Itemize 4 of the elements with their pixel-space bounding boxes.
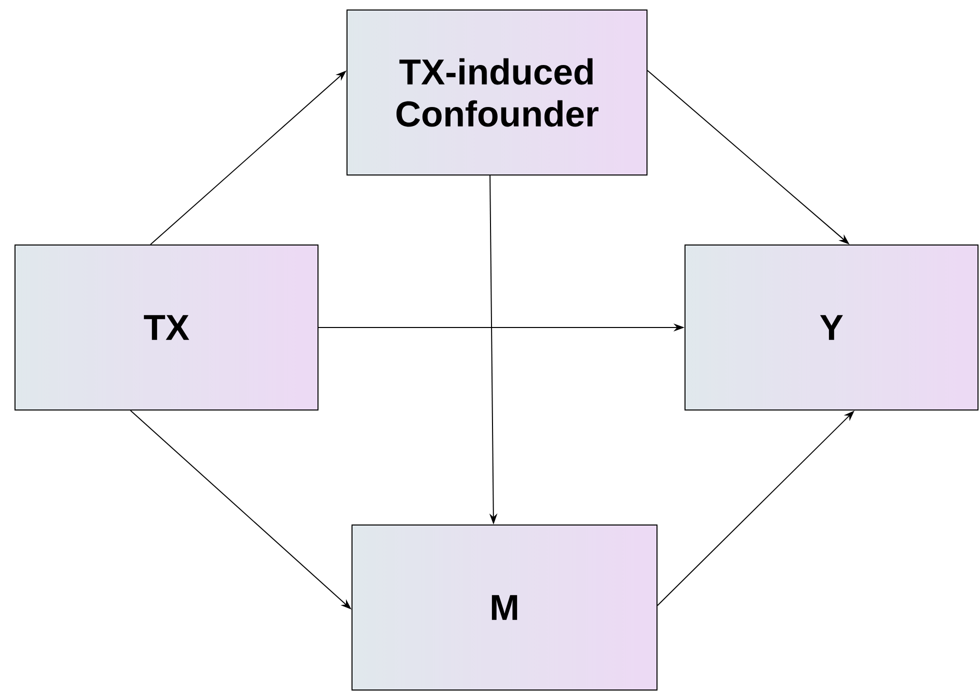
process-box: TX: [14, 244, 318, 410]
process-box: TX-induced Confounder: [346, 10, 648, 176]
process-box: Y: [684, 244, 978, 410]
process-box: M: [352, 524, 658, 690]
